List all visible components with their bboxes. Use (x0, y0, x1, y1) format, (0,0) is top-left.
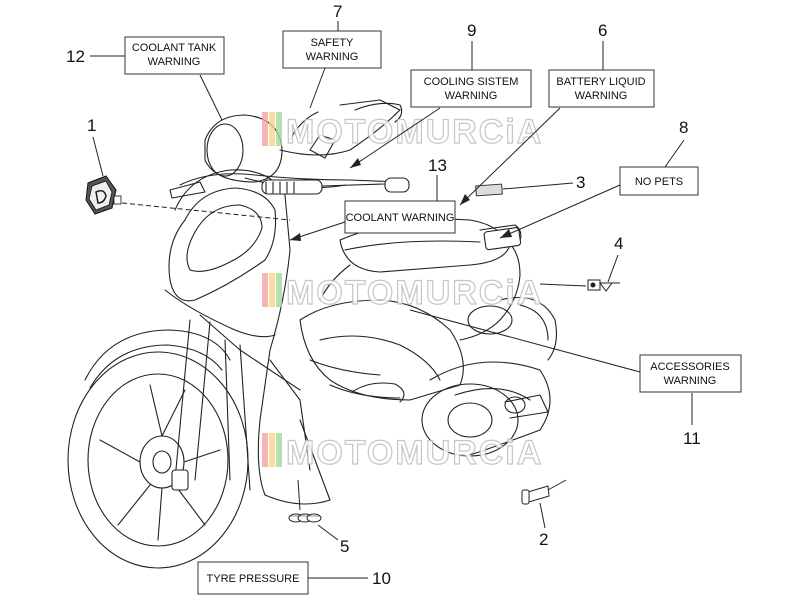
callout-7: 7 SAFETY WARNING (282, 2, 382, 109)
callout-4: 4 (539, 234, 623, 287)
callout-11-number: 11 (683, 429, 701, 448)
callout-2: 2 (539, 502, 548, 549)
callout-7-label-line-1: SAFETY (311, 37, 354, 49)
callout-10: TYRE PRESSURE 10 (197, 561, 391, 595)
callout-12-number: 12 (66, 47, 85, 66)
callout-5: 5 (297, 479, 349, 556)
callout-6: 6 BATTERY LIQUID WARNING (459, 21, 655, 206)
callout-8-label-line-1: NO PETS (635, 176, 683, 188)
callout-12-label-line-2: WARNING (148, 56, 201, 68)
callout-11: ACCESSORIES WARNING 11 (409, 309, 742, 448)
callout-6-number: 6 (598, 21, 607, 40)
callout-9-label-line-1: COOLING SISTEM (424, 76, 519, 88)
part-2-rivet-icon (521, 479, 567, 505)
watermark-text: MOTOMURCiA (286, 113, 543, 151)
callout-8-number: 8 (679, 118, 688, 137)
part-1-dashed-line (121, 202, 291, 221)
callout-1-number: 1 (87, 116, 96, 135)
part-5-emblem-icon (288, 513, 322, 523)
callout-7-number: 7 (333, 2, 342, 21)
callout-13: 13 COOLANT WARNING (289, 156, 456, 241)
watermark-text: MOTOMURCiA (286, 434, 543, 472)
part-4-tag-icon (587, 279, 620, 292)
callout-11-label-line-1: ACCESSORIES (650, 361, 729, 373)
callout-12: 12 COOLANT TANK WARNING (66, 36, 225, 121)
callout-2-number: 2 (539, 530, 548, 549)
callout-9-number: 9 (467, 21, 476, 40)
watermark: MOTOMURCiA MOTOMURCiA MOTOMURCiA (262, 112, 543, 473)
callout-3-number: 3 (576, 173, 585, 192)
callout-11-label-line-2: WARNING (664, 375, 717, 387)
callout-1: 1 (87, 116, 104, 177)
callout-9-label-line-2: WARNING (445, 90, 498, 102)
callout-5-number: 5 (340, 537, 349, 556)
scooter-drawing (67, 99, 557, 569)
callout-6-label-line-2: WARNING (575, 90, 628, 102)
part-3-decal-icon (475, 183, 503, 197)
part-1-badge-icon (85, 175, 122, 215)
callout-3: 3 (502, 173, 585, 192)
callout-13-number: 13 (428, 156, 447, 175)
callout-6-label-line-1: BATTERY LIQUID (556, 76, 645, 88)
callout-7-label-line-2: WARNING (306, 51, 359, 63)
callout-9: 9 COOLING SISTEM WARNING (349, 21, 532, 169)
callout-8: 8 NO PETS (499, 118, 699, 239)
watermark-text: MOTOMURCiA (286, 274, 543, 312)
callout-13-label-line-1: COOLANT WARNING (346, 212, 455, 224)
callout-10-number: 10 (372, 569, 391, 588)
callout-10-label-line-1: TYRE PRESSURE (207, 573, 300, 585)
callout-4-number: 4 (614, 234, 623, 253)
callout-12-label-line-1: COOLANT TANK (132, 42, 217, 54)
